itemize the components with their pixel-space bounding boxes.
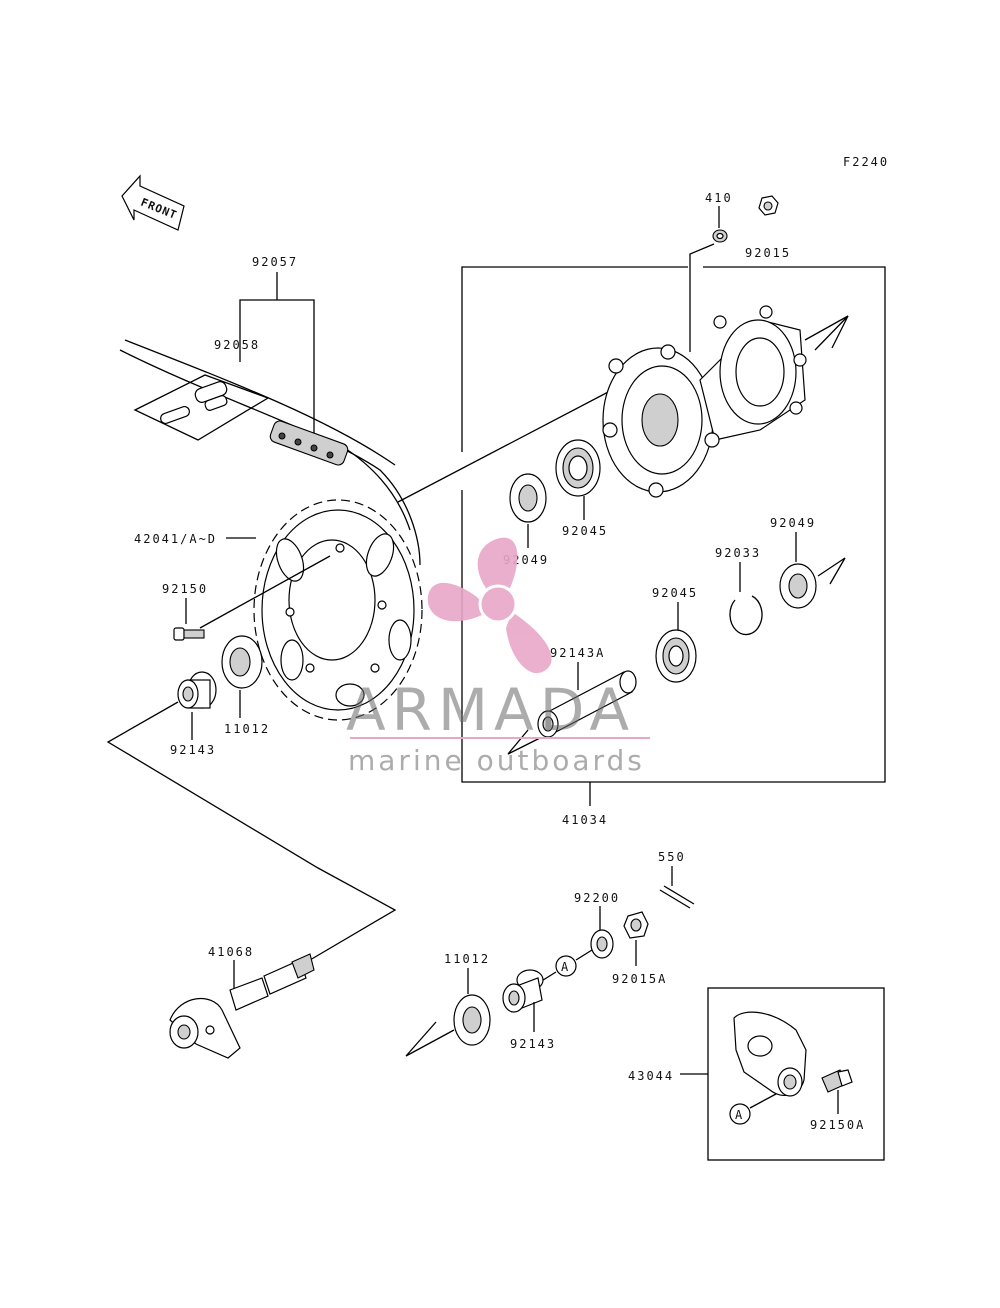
rear-sprocket: 42041/A~D [134, 499, 423, 721]
figure-code: F2240 [843, 155, 889, 169]
part-92143-bottom: 92143 [502, 969, 556, 1051]
svg-text:A: A [561, 960, 569, 974]
axle-centerline-left [199, 389, 613, 629]
part-92033: 92033 [715, 546, 763, 636]
reference-a-marker-box: A [729, 1093, 777, 1125]
svg-text:92143: 92143 [170, 743, 216, 757]
part-92143-left: 92143 [170, 671, 217, 757]
svg-text:A: A [735, 1108, 743, 1122]
part-92045-mid: 92045 [652, 586, 698, 683]
part-92015: 92015 [745, 195, 791, 260]
part-92150A: 92150A [810, 1090, 865, 1132]
part-43044: 43044 [628, 987, 885, 1161]
part-92150: 92150 [162, 582, 208, 641]
svg-text:92045: 92045 [652, 586, 698, 600]
svg-text:92015A: 92015A [612, 972, 667, 986]
hub-assembly-frame [461, 266, 886, 783]
svg-text:11012: 11012 [224, 722, 270, 736]
svg-text:92150: 92150 [162, 582, 208, 596]
svg-text:92143A: 92143A [550, 646, 605, 660]
part-92015A: 92015A [612, 911, 667, 986]
svg-text:92150A: 92150A [810, 1118, 865, 1132]
svg-text:92015: 92015 [745, 246, 791, 260]
part-92045-top: 92045 [555, 439, 608, 538]
svg-text:41034: 41034 [562, 813, 608, 827]
part-92058: 92058 [214, 338, 260, 352]
part-11012-left: 11012 [221, 635, 270, 736]
part-410: 410 [689, 191, 733, 352]
front-arrow-icon: FRONT [121, 174, 185, 231]
svg-text:92057: 92057 [252, 255, 298, 269]
watermark-tagline: marine outboards [348, 744, 645, 777]
svg-text:41068: 41068 [208, 945, 254, 959]
part-41034: 41034 [562, 782, 608, 827]
drive-chain [119, 339, 421, 566]
svg-text:11012: 11012 [444, 952, 490, 966]
svg-text:42041/A~D: 42041/A~D [134, 532, 217, 546]
svg-text:92045: 92045 [562, 524, 608, 538]
svg-text:410: 410 [705, 191, 733, 205]
part-92049-right: 92049 [770, 516, 846, 609]
axle-leader-lines [106, 701, 397, 961]
part-92143A: 92143A [507, 646, 637, 755]
svg-text:92033: 92033 [715, 546, 761, 560]
part-11012-bottom: 11012 [405, 952, 491, 1057]
chain-segment [269, 420, 349, 466]
part-550: 550 [658, 850, 695, 909]
master-link-plate [133, 374, 270, 441]
svg-text:43044: 43044 [628, 1069, 674, 1083]
rear-hub [602, 305, 849, 498]
watermark-logo-icon [427, 537, 552, 674]
part-92049-top: 92049 [503, 473, 547, 567]
svg-text:92200: 92200 [574, 891, 620, 905]
part-92057: 92057 [239, 255, 315, 448]
svg-text:92143: 92143 [510, 1037, 556, 1051]
watermark-brand: ARMADA [346, 676, 635, 744]
svg-text:92058: 92058 [214, 338, 260, 352]
reference-a-marker: A [539, 949, 593, 983]
svg-text:92049: 92049 [770, 516, 816, 530]
part-92200: 92200 [574, 891, 620, 959]
svg-text:550: 550 [658, 850, 686, 864]
part-41068: 41068 [169, 945, 315, 1059]
